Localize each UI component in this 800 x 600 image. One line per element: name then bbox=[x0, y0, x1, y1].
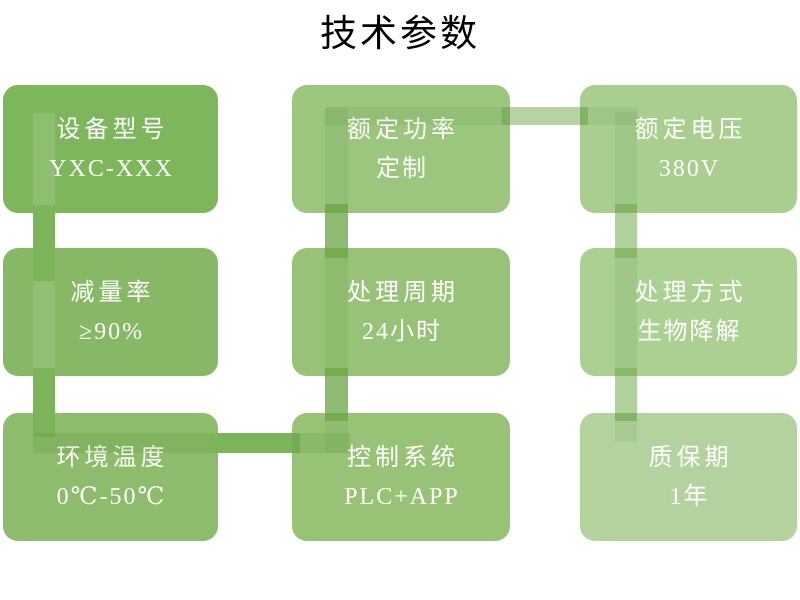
param-box-ambient-temperature: 环境温度 0℃-50℃ bbox=[3, 413, 218, 541]
connector-right-gap-3-6 bbox=[615, 204, 637, 258]
param-label: 额定功率 bbox=[347, 116, 459, 143]
param-label: 减量率 bbox=[70, 279, 155, 306]
param-box-device-model: 设备型号 YXC-XXX bbox=[3, 85, 218, 213]
connector-bottom-inside-box7 bbox=[33, 433, 218, 453]
page-title: 技术参数 bbox=[320, 13, 480, 54]
connector-left-inside-box4 bbox=[33, 281, 55, 368]
connector-bottom-inside-box8 bbox=[292, 433, 350, 453]
param-box-rated-power: 额定功率 定制 bbox=[292, 85, 510, 213]
param-label: 环境温度 bbox=[56, 444, 169, 471]
param-value: YXC-XXX bbox=[49, 155, 174, 182]
param-value: PLC+APP bbox=[344, 483, 460, 510]
connector-right-inside-box9 bbox=[615, 413, 637, 442]
connector-top-inside-box3 bbox=[580, 107, 638, 125]
param-value: 1年 bbox=[669, 483, 710, 510]
connector-bottom-gap-7-8 bbox=[210, 433, 300, 453]
connector-right-inside-box6 bbox=[615, 258, 637, 368]
connector-middle-inside-box2 bbox=[325, 107, 348, 213]
connector-middle-inside-box5 bbox=[325, 258, 348, 368]
param-value: ≥90% bbox=[78, 318, 145, 345]
param-label: 质保期 bbox=[648, 444, 733, 471]
param-box-processing-method: 处理方式 生物降解 bbox=[580, 248, 797, 376]
param-box-rated-voltage: 额定电压 380V bbox=[580, 85, 797, 213]
param-value: 380V bbox=[658, 155, 721, 182]
param-label: 处理周期 bbox=[347, 279, 459, 306]
connector-middle-inside-box8 bbox=[325, 421, 348, 453]
param-label: 控制系统 bbox=[347, 444, 459, 471]
connector-middle-gap-2-5 bbox=[325, 204, 348, 258]
param-box-processing-cycle: 处理周期 24小时 bbox=[292, 248, 510, 376]
param-label: 额定电压 bbox=[634, 116, 747, 143]
connector-top-inside-box2 bbox=[325, 107, 510, 125]
connector-left-gap-1-4 bbox=[33, 205, 55, 281]
param-value: 24小时 bbox=[362, 318, 442, 345]
connector-left-inside-box1 bbox=[33, 113, 55, 213]
param-label: 设备型号 bbox=[56, 116, 169, 143]
param-value: 生物降解 bbox=[637, 318, 742, 345]
connector-left-gap-4-7 bbox=[33, 368, 55, 437]
connector-right-gap-6-9 bbox=[615, 368, 637, 421]
param-box-warranty: 质保期 1年 bbox=[580, 413, 797, 541]
connector-top-gap-2-3 bbox=[502, 107, 588, 125]
param-label: 处理方式 bbox=[634, 279, 747, 306]
connector-right-inside-box3 bbox=[615, 112, 637, 213]
connector-middle-gap-5-8 bbox=[325, 368, 348, 421]
param-value: 定制 bbox=[376, 155, 428, 182]
param-value: 0℃-50℃ bbox=[56, 483, 167, 510]
param-box-control-system: 控制系统 PLC+APP bbox=[292, 413, 510, 541]
